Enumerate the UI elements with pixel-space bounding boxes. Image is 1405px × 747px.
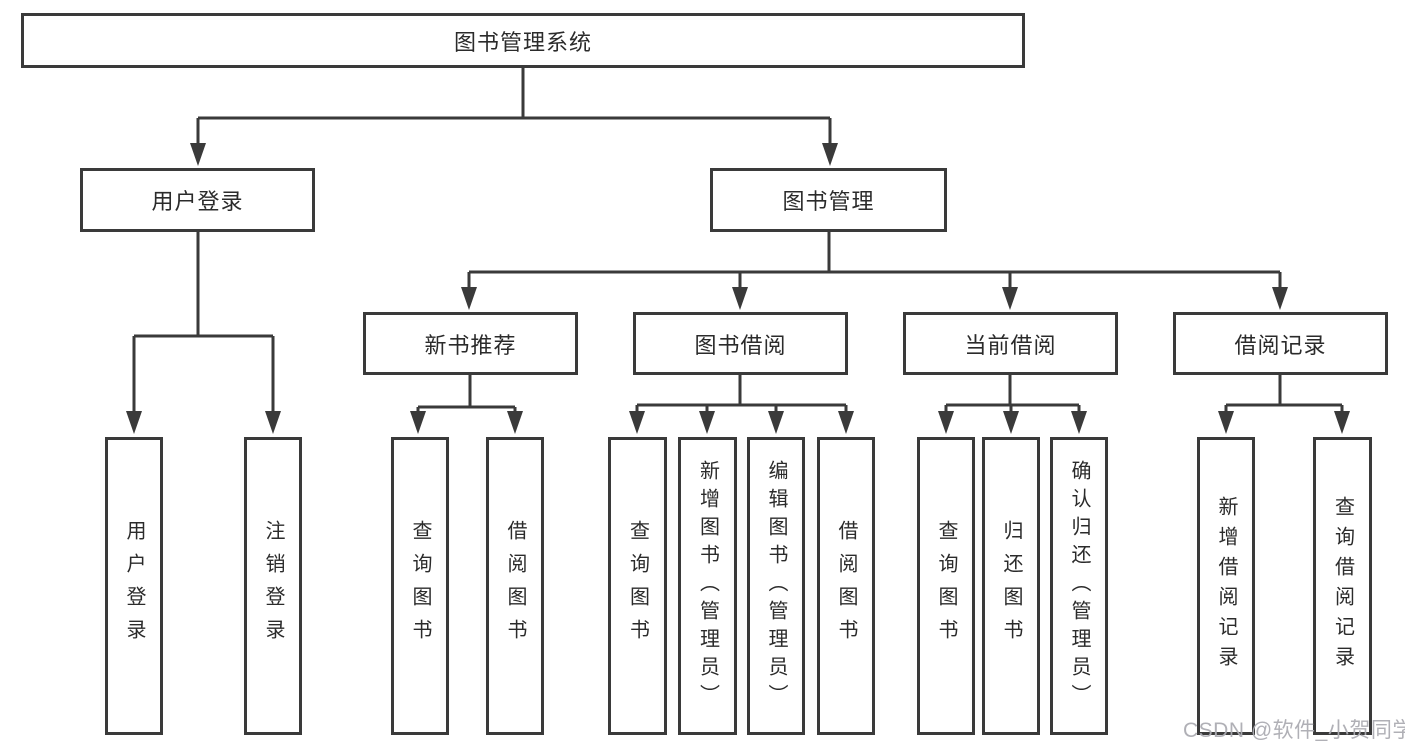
arrowhead <box>190 143 206 166</box>
node-nbr-query-books: 查询图书 <box>391 437 449 735</box>
arrowhead <box>838 411 854 434</box>
arrowhead <box>1002 287 1018 310</box>
node-br-add-record: 新增借阅记录 <box>1197 437 1255 735</box>
arrowhead <box>1218 411 1234 434</box>
node-bb-query-books: 查询图书 <box>608 437 667 735</box>
connector-current-borrow-to-children <box>944 375 1081 414</box>
connector-book-borrow-to-children <box>635 375 848 414</box>
node-bb-borrow-books: 借阅图书 <box>817 437 875 735</box>
arrowhead <box>732 287 748 310</box>
arrowhead <box>822 143 838 166</box>
arrowhead <box>1334 411 1350 434</box>
node-book-borrow: 图书借阅 <box>633 312 848 375</box>
node-cb-return-books: 归还图书 <box>982 437 1040 735</box>
node-bb-add-book-admin: 新增图书（管理员） <box>678 437 737 735</box>
node-user-login-leaf: 用户登录 <box>105 437 163 735</box>
arrowhead <box>1272 287 1288 310</box>
connector-new-book-rec-to-children <box>416 375 517 414</box>
connector-book-mgmt-to-level3 <box>467 232 1282 290</box>
arrowhead <box>461 287 477 310</box>
node-cb-confirm-return-admin: 确认归还（管理员） <box>1050 437 1108 735</box>
node-bb-edit-book-admin: 编辑图书（管理员） <box>747 437 805 735</box>
node-root: 图书管理系统 <box>21 13 1025 68</box>
node-borrow-records: 借阅记录 <box>1173 312 1388 375</box>
arrowhead <box>126 411 142 434</box>
arrowhead <box>938 411 954 434</box>
arrowhead <box>507 411 523 434</box>
node-nbr-borrow-books: 借阅图书 <box>486 437 544 735</box>
node-book-management: 图书管理 <box>710 168 947 232</box>
node-new-book-recommend: 新书推荐 <box>363 312 578 375</box>
arrowhead <box>699 411 715 434</box>
node-current-borrow: 当前借阅 <box>903 312 1118 375</box>
connector-borrow-record-to-children <box>1224 375 1344 414</box>
node-user-login: 用户登录 <box>80 168 315 232</box>
connector-user-login-to-children <box>132 232 275 414</box>
csdn-watermark: CSDN @软件_小贺同学 <box>1183 719 1405 742</box>
node-br-query-record: 查询借阅记录 <box>1313 437 1372 735</box>
arrowhead <box>265 411 281 434</box>
node-cb-query-books: 查询图书 <box>917 437 975 735</box>
arrowhead <box>629 411 645 434</box>
connector-root-to-level2 <box>196 67 832 146</box>
arrowhead <box>1071 411 1087 434</box>
arrowhead <box>768 411 784 434</box>
arrowhead <box>1003 411 1019 434</box>
arrowhead <box>410 411 426 434</box>
node-logout-leaf: 注销登录 <box>244 437 302 735</box>
